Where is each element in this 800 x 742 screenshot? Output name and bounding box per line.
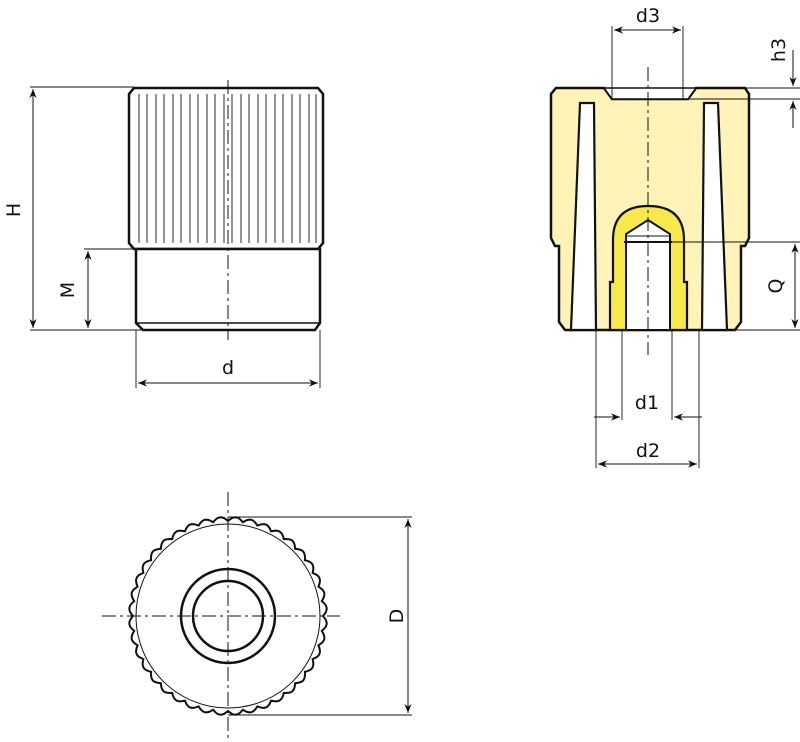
side-view: H M d xyxy=(3,80,325,388)
label-d1: d1 xyxy=(635,392,659,414)
label-D: D xyxy=(386,609,408,624)
label-h3: h3 xyxy=(768,38,790,62)
top-view: D xyxy=(102,492,412,742)
label-d3: d3 xyxy=(636,5,660,27)
label-H: H xyxy=(3,203,25,217)
label-Q: Q xyxy=(765,279,787,294)
section-view: d3 h3 Q d1 d2 xyxy=(549,5,800,468)
label-d: d xyxy=(222,357,234,379)
label-M: M xyxy=(57,282,79,298)
label-d2: d2 xyxy=(636,440,660,462)
knurl-lines xyxy=(138,94,317,243)
